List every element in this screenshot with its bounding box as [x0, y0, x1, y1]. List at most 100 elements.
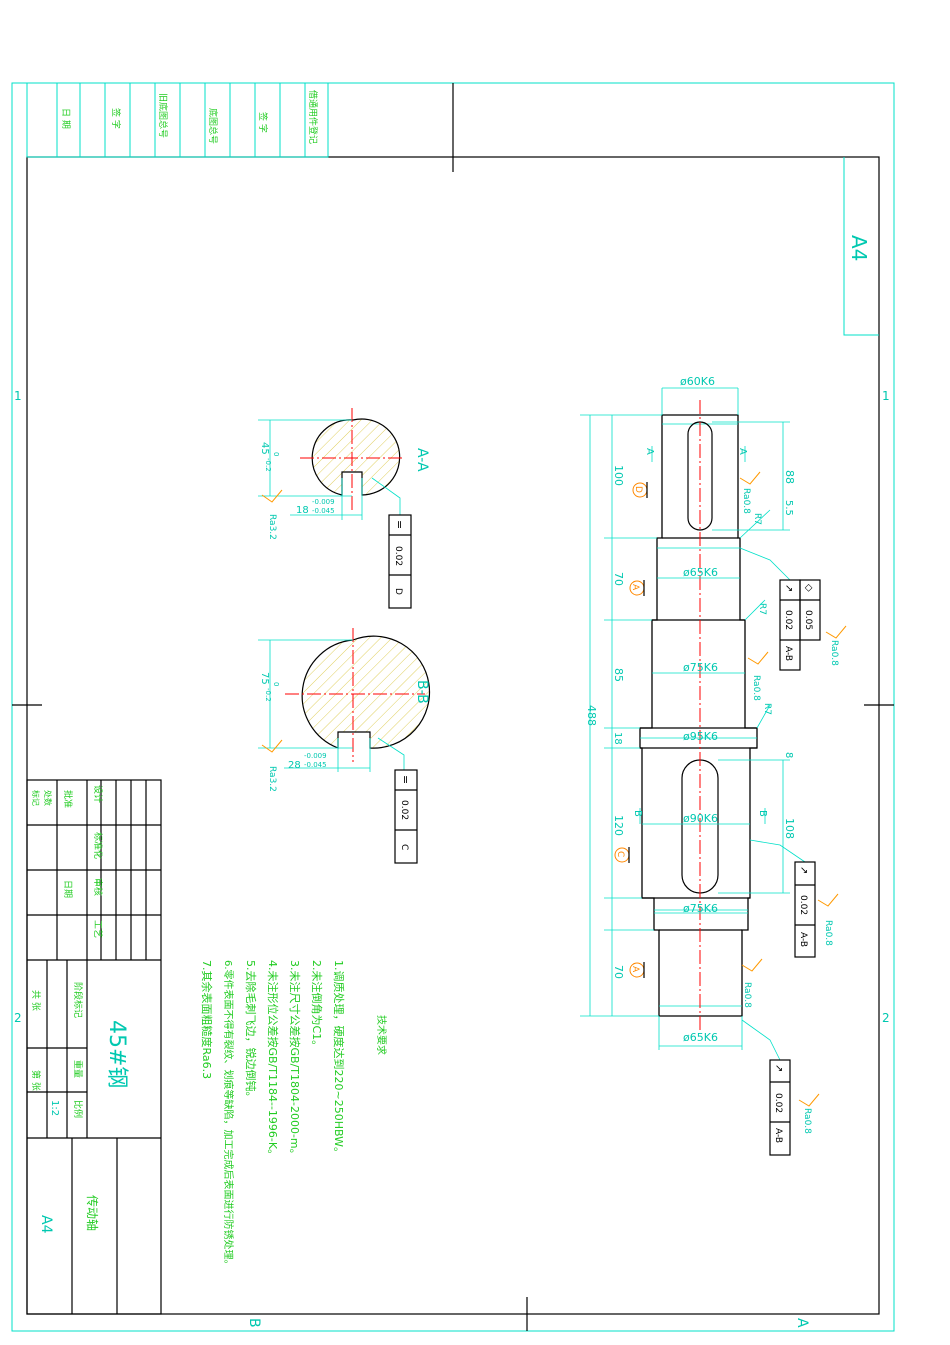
section-aa: A-A 45 0 -0.2 18 -0.009 -0.045 Ra3.2 = 0… [258, 408, 430, 609]
zone-label-2-left: 2 [14, 1011, 22, 1025]
tb-mark: 标记 [31, 790, 41, 806]
zone-label-b: B [246, 1318, 262, 1328]
tb-size: A4 [38, 1215, 54, 1234]
roughness-4: Ra0.8 [829, 640, 839, 666]
tech-item-4: 4.未注形位公差按GB/T1184--1996-K。 [266, 960, 280, 1160]
section-bb-width-tol-up: 0 [272, 682, 280, 686]
keyway-5-5: 5.5 [783, 500, 794, 516]
tb-scale-label: 比例 [72, 1100, 84, 1118]
tb-date: 日期 [62, 880, 73, 898]
sect-marker-a-left: A [644, 448, 655, 455]
fcf2-value: 0.02 [798, 895, 808, 915]
keyway-8: 8 [783, 752, 794, 758]
tech-requirements: 技术要求 1.调质处理，硬度达到220~250HBW。 2.未注倒角为C1。 3… [200, 960, 388, 1270]
strip-label-old-base: 旧底图总号 [157, 93, 169, 138]
dia-75-a: ø75K6 [683, 661, 718, 674]
tech-item-7: 7.其余表面粗糙度Ra6.3 [200, 960, 214, 1079]
datum-a-bottom: A [630, 966, 640, 973]
tech-item-1: 1.调质处理，硬度达到220~250HBW。 [332, 960, 346, 1158]
side-strip: 日 期 签 字 旧底图总号 底图总号 签 字 借通用件登记 [26, 82, 329, 158]
shaft-view: ø60K6 ø65K6 ø75K6 ø95K6 ø90K6 ø75K6 ø65K… [580, 375, 847, 1156]
section-bb-key-tol-dn: -0.045 [304, 761, 327, 769]
roughness-1: Ra0.8 [741, 488, 751, 514]
section-aa-key-tol-dn: -0.045 [312, 507, 335, 515]
tech-title: 技术要求 [375, 1015, 388, 1055]
zone-label-2-right: 2 [882, 1011, 890, 1025]
roughness-2: Ra0.8 [751, 675, 761, 701]
dia-90: ø90K6 [683, 812, 718, 825]
len-70-a: 70 [612, 572, 625, 586]
section-bb-width-tol-dn: -0.2 [264, 688, 272, 702]
zone-label-a: A [794, 1318, 810, 1328]
section-bb: B-B 75 0 -0.2 28 -0.009 -0.045 Ra3.2 = 0… [258, 628, 431, 864]
datum-d: D [633, 486, 643, 493]
datum-a-top: A [630, 584, 640, 591]
tb-process: 工艺 [92, 920, 103, 938]
zone-label-1-right: 1 [882, 389, 890, 403]
drawing-frame [26, 156, 880, 1315]
tb-approve: 批准 [62, 790, 74, 808]
fcf1-extra-symbol: ◇ [803, 584, 814, 592]
fcf1-extra-value: 0.05 [803, 610, 813, 630]
sect-marker-b-right: B [757, 810, 768, 817]
tech-item-2: 2.未注倒角为C1。 [310, 960, 324, 1051]
tb-review: 审核 [92, 878, 104, 896]
section-aa-width: 45 [259, 442, 270, 455]
tb-standard: 标准化 [92, 832, 104, 859]
dia-65-b: ø65K6 [683, 1031, 718, 1044]
fillet-r7-c: R7 [762, 703, 772, 715]
fcf1-symbol: ↗ [783, 584, 794, 592]
fcf2-symbol: ↗ [798, 866, 809, 874]
section-bb-width: 75 [259, 672, 270, 685]
section-bb-fcf-symbol: = [399, 775, 412, 784]
section-aa-fcf-datum: D [393, 588, 403, 595]
tb-stage: 阶段标记 [72, 982, 84, 1018]
strip-label-date: 日 期 [60, 108, 71, 129]
section-aa-fcf-value: 0.02 [393, 546, 403, 566]
fillet-r7-a: R7 [752, 513, 762, 525]
roughness-6: Ra0.8 [802, 1108, 812, 1134]
outer-border [11, 82, 895, 1332]
fillet-r7-b: R7 [757, 603, 767, 615]
tech-item-5: 5.去除毛刺飞边，锐边倒钝。 [244, 960, 258, 1103]
len-70-b: 70 [612, 965, 625, 979]
len-100: 100 [612, 465, 625, 486]
strip-label-sign-2: 签 字 [257, 112, 269, 133]
section-aa-roughness: Ra3.2 [267, 514, 277, 540]
section-aa-key: 18 [296, 505, 309, 516]
tb-scale-value: 1:2 [49, 1100, 60, 1116]
tb-weight: 重量 [72, 1060, 84, 1078]
section-bb-roughness: Ra3.2 [267, 766, 277, 792]
section-bb-fcf-value: 0.02 [399, 800, 409, 820]
tb-sheet-no: 第 张 [30, 1070, 42, 1091]
len-120: 120 [612, 815, 625, 836]
tb-design: 设计 [92, 785, 104, 803]
dia-65-a: ø65K6 [683, 566, 718, 579]
datum-c: C [615, 851, 625, 857]
section-aa-width-tol-up: 0 [272, 452, 280, 456]
strip-label-sign: 签 字 [110, 108, 122, 129]
fcf3-value: 0.02 [773, 1093, 783, 1113]
fcf2-datum: A-B [798, 932, 808, 947]
tb-material: 45#钢 [104, 1020, 129, 1088]
sect-marker-a-right: A [737, 448, 748, 455]
title-block: 设计 标准化 审核 工艺 日期 批准 阶段标记 重量 比例 共 张 第 张 标记… [26, 779, 162, 1315]
section-bb-key: 28 [288, 760, 301, 771]
section-aa-fcf-symbol: = [393, 520, 406, 529]
dia-95: ø95K6 [683, 730, 718, 743]
strip-label-base: 底图总号 [207, 108, 219, 144]
section-aa-width-tol-dn: -0.2 [264, 458, 272, 472]
fcf1-value: 0.02 [783, 610, 793, 630]
zone-label-1-left: 1 [14, 389, 22, 403]
roughness-3: Ra0.8 [742, 982, 752, 1008]
section-bb-label: B-B [414, 680, 430, 704]
len-85: 85 [612, 668, 625, 682]
section-aa-key-tol-up: -0.009 [312, 498, 335, 506]
fcf1-datum: A-B [783, 646, 793, 661]
fcf3-datum: A-B [773, 1128, 783, 1143]
len-total: 488 [585, 705, 598, 726]
tech-item-6: 6.零件表面不得有裂纹、划痕等缺陷，加工完成后表面进行防锈处理。 [222, 960, 235, 1270]
section-bb-fcf-datum: C [399, 844, 409, 850]
keyway-108: 108 [783, 818, 796, 839]
strip-label-register: 借通用件登记 [307, 90, 319, 144]
